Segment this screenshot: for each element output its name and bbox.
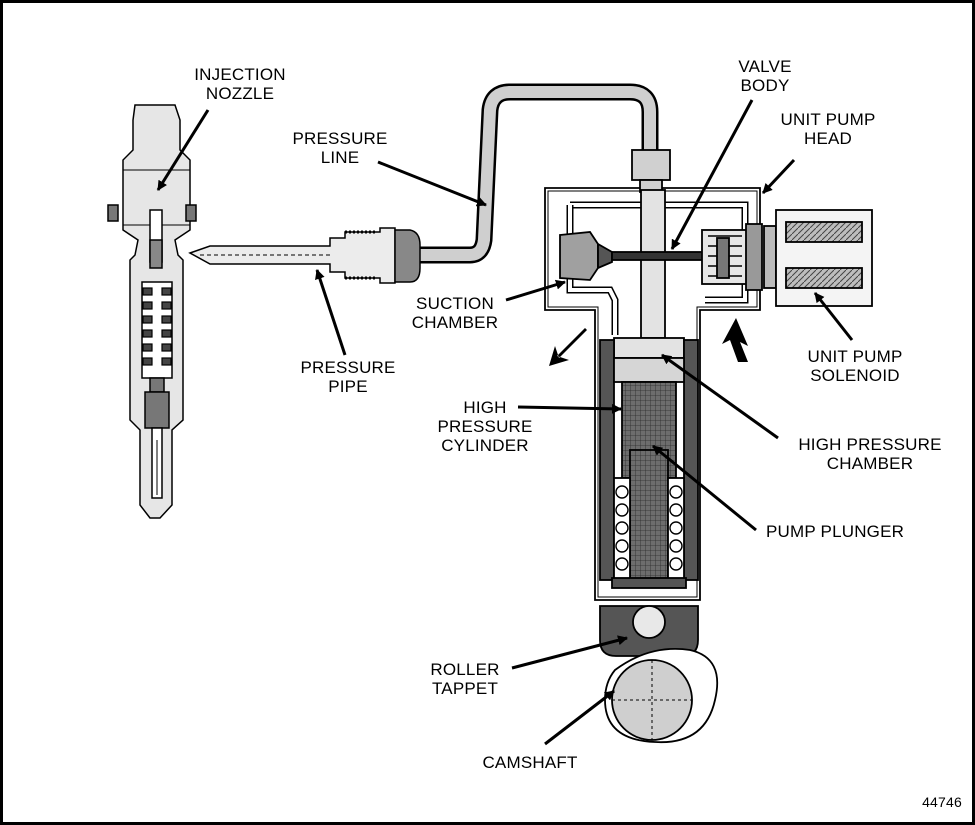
label-pressure-pipe: PRESSURE PIPE <box>300 358 396 396</box>
leader-roller-tappet <box>511 635 628 670</box>
pressure-line-tube <box>415 83 659 264</box>
label-pump-plunger: PUMP PLUNGER <box>766 522 905 541</box>
leader-injection-nozzle <box>156 109 210 191</box>
flow-in-arrow-icon <box>722 318 748 362</box>
leader-unit-pump-solenoid <box>813 292 854 341</box>
leader-high-pressure-cylinder <box>517 403 622 414</box>
leader-camshaft <box>544 689 615 746</box>
pressure-pipe <box>188 227 421 284</box>
flow-out-arrow-icon <box>549 328 587 366</box>
unit-pump-head <box>544 149 777 601</box>
label-camshaft: CAMSHAFT <box>482 753 578 772</box>
leader-pressure-line <box>377 160 487 207</box>
injection-nozzle <box>107 104 197 519</box>
label-unit-pump-solenoid: UNIT PUMP SOLENOID <box>807 347 903 385</box>
unit-pump-solenoid <box>775 209 873 307</box>
leader-high-pressure-chamber <box>661 353 779 440</box>
label-roller-tappet: ROLLER TAPPET <box>430 660 500 698</box>
leader-pressure-pipe <box>315 269 347 356</box>
label-high-pressure-cylinder: HIGH PRESSURE CYLINDER <box>437 398 533 455</box>
label-injection-nozzle: INJECTION NOZZLE <box>194 65 286 103</box>
label-unit-pump-head: UNIT PUMP HEAD <box>780 110 876 148</box>
leader-unit-pump-head <box>761 158 796 195</box>
label-high-pressure-chamber: HIGH PRESSURE CHAMBER <box>798 435 942 473</box>
leader-pump-plunger <box>652 444 757 532</box>
figure-number: 44746 <box>922 794 962 810</box>
label-valve-body: VALVE BODY <box>738 57 792 95</box>
leader-suction-chamber <box>505 279 566 302</box>
camshaft <box>604 647 719 744</box>
label-pressure-line: PRESSURE LINE <box>292 129 388 167</box>
leader-valve-body <box>670 99 754 250</box>
label-suction-chamber: SUCTION CHAMBER <box>411 294 499 332</box>
